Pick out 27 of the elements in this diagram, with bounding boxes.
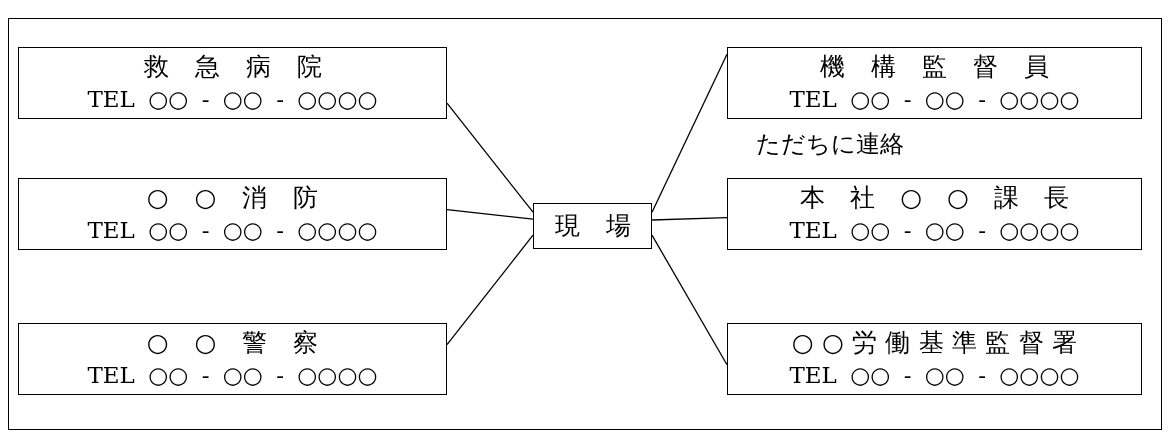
contact-name: 本社○○課長 (799, 182, 1094, 214)
contact-box (18, 323, 447, 395)
contact-box (727, 178, 1142, 250)
contact-name: ○○労働基準監督署 (790, 327, 1086, 359)
contact-name: 現場 (553, 210, 657, 242)
contact-name: ○○消防 (145, 182, 345, 214)
contact-box (18, 47, 447, 119)
phone-number: TEL ○○ - ○○ - ○○○○ (87, 216, 378, 245)
phone-number: TEL ○○ - ○○ - ○○○○ (789, 85, 1080, 114)
contact-name: 機構監督員 (819, 51, 1075, 83)
connector-line (651, 234, 728, 366)
contact-box (727, 323, 1142, 395)
phone-number: TEL ○○ - ○○ - ○○○○ (789, 216, 1080, 245)
connector-line (446, 209, 534, 220)
site-box (533, 203, 652, 249)
connector-line (651, 53, 728, 213)
contact-name: ○○警察 (145, 327, 345, 359)
phone-number: TEL ○○ - ○○ - ○○○○ (789, 361, 1080, 390)
phone-number: TEL ○○ - ○○ - ○○○○ (87, 85, 378, 114)
connector-line (446, 102, 534, 213)
note-text: ただちに連絡 (756, 129, 904, 160)
contact-name: 救急病院 (142, 51, 348, 83)
contact-box (18, 178, 447, 250)
phone-number: TEL ○○ - ○○ - ○○○○ (87, 361, 378, 390)
contact-box (727, 47, 1142, 119)
connector-line (446, 234, 534, 346)
connector-line (651, 216, 728, 221)
